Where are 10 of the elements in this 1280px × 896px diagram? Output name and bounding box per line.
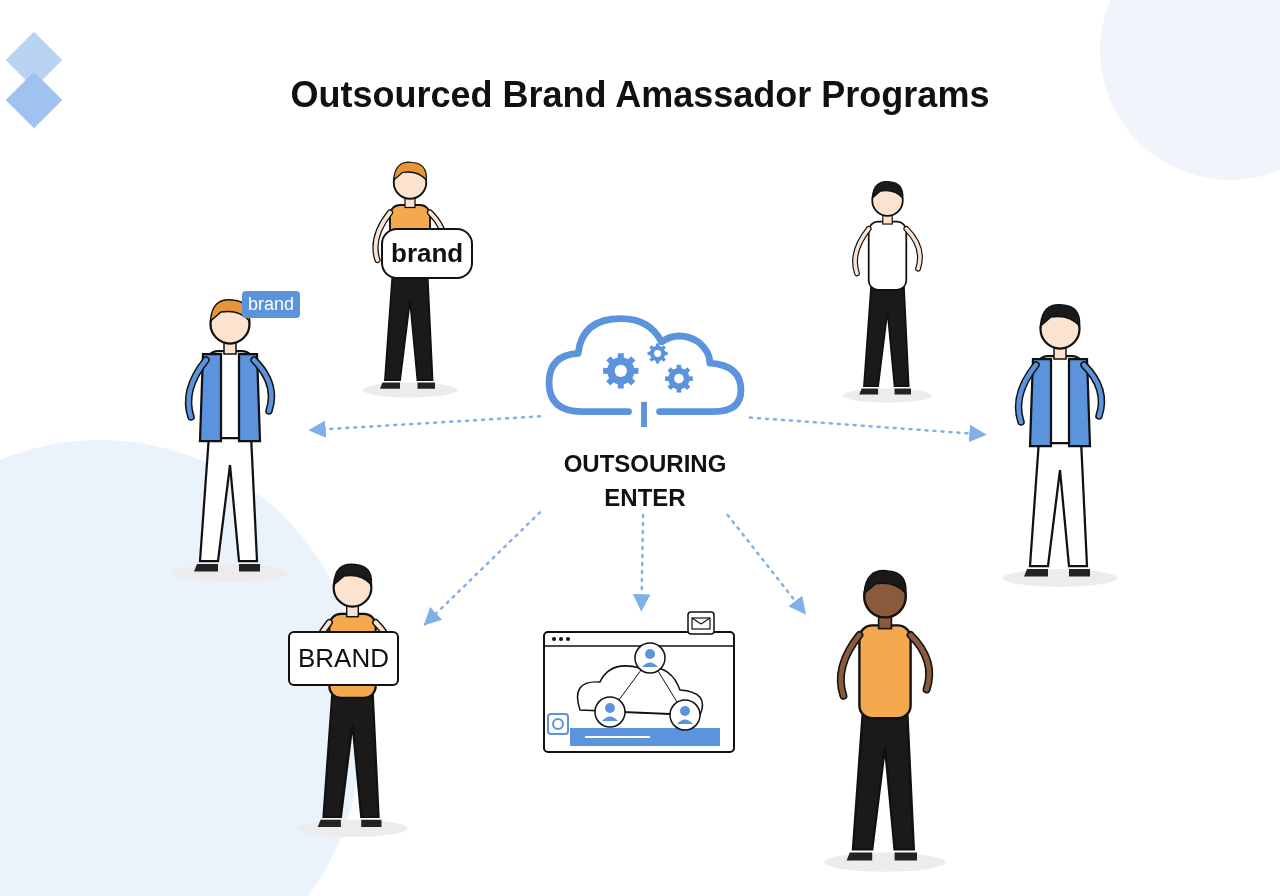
brand-sign: BRAND [288, 631, 399, 686]
brand-sign: brand [381, 228, 474, 279]
dotted-arrow [726, 513, 807, 615]
brand-sign: brand [242, 291, 301, 318]
node-label: OUTSOURING ENTER [562, 449, 728, 513]
dotted-arrow [308, 415, 542, 438]
dotted-arrow [632, 513, 651, 612]
title: Outsourced Brand Amassador Programs [289, 73, 991, 117]
dotted-arrow [748, 416, 987, 443]
dotted-arrow [423, 511, 542, 626]
